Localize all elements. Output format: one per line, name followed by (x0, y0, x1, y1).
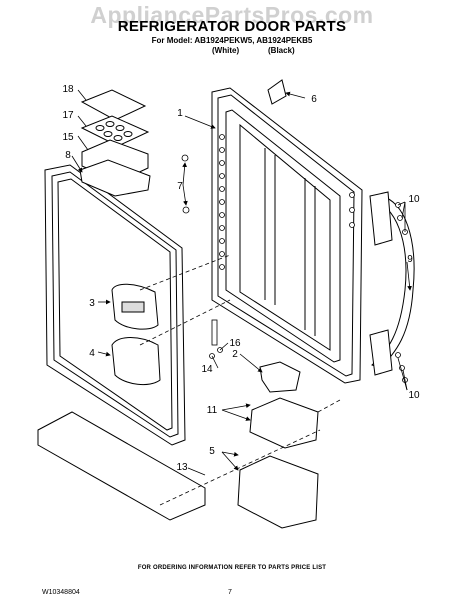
door-screw-row (219, 134, 355, 270)
door-handle (369, 191, 415, 376)
callout-1: 1 (177, 108, 183, 119)
door-gasket (211, 87, 363, 384)
callout-11: 11 (207, 405, 218, 416)
variant-white-label: (White) (212, 46, 240, 55)
ordering-info-text: FOR ORDERING INFORMATION REFER TO PARTS … (137, 565, 327, 571)
egg-tray (80, 115, 150, 147)
door-bin-upper (249, 397, 319, 449)
callout-2: 2 (232, 349, 238, 360)
callout-13: 13 (176, 462, 188, 473)
callout-10-top: 10 (408, 194, 420, 205)
watermark-text: AppliancePartsPros.com (90, 2, 374, 28)
callout-5: 5 (209, 446, 215, 457)
door-bin-lower (237, 455, 319, 529)
model-line: For Model: AB1924PEKW5, AB1924PEKB5 (151, 36, 313, 45)
butter-compartment-lid (80, 89, 147, 121)
callout-6: 6 (311, 94, 317, 105)
hinge-parts (209, 319, 223, 359)
variant-black-label: (Black) (268, 46, 295, 55)
callout-18: 18 (62, 84, 74, 95)
leader-lines (71, 89, 412, 506)
bottom-door-bin (37, 411, 206, 521)
callout-15: 15 (62, 132, 74, 143)
page-number: 7 (228, 589, 232, 596)
dairy-bin-base (79, 159, 151, 197)
page-title: REFRIGERATOR DOOR PARTS (117, 18, 347, 35)
callout-17: 17 (62, 110, 74, 121)
callout-4: 4 (89, 348, 95, 359)
part-callouts: 1 2 3 4 5 6 7 8 9 10 10 11 13 14 15 16 1… (62, 84, 420, 473)
dispenser-housing (111, 283, 159, 330)
callout-3: 3 (89, 298, 95, 309)
document-id: W10348804 (42, 589, 80, 596)
callout-7: 7 (177, 181, 183, 192)
part-7-screws (181, 154, 190, 214)
door-trim-part (267, 79, 287, 105)
dispenser-cover (111, 337, 161, 386)
callout-8: 8 (65, 150, 71, 161)
callout-9: 9 (407, 254, 413, 265)
callout-14: 14 (201, 364, 213, 375)
callout-16: 16 (229, 338, 241, 349)
small-door-bin (259, 361, 301, 393)
callout-10-bottom: 10 (408, 390, 420, 401)
